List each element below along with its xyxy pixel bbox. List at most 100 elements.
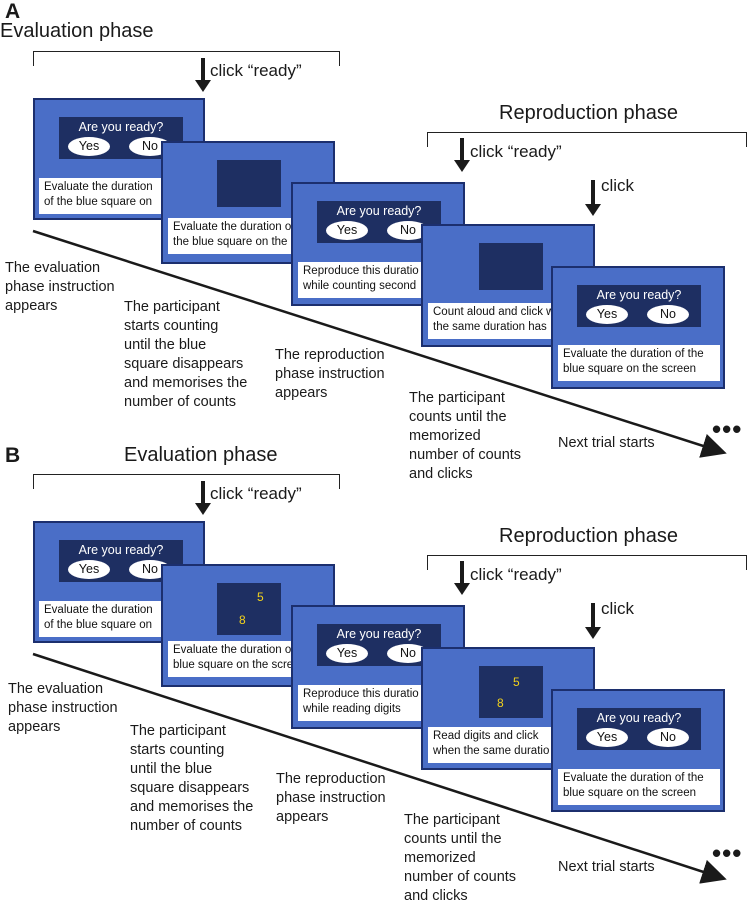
desc-line: number of counts xyxy=(404,869,517,885)
yes-button[interactable]: Yes xyxy=(326,221,368,240)
desc-line: memorized xyxy=(409,428,481,444)
instruction-caption: Evaluate the duration of the blue square… xyxy=(558,345,720,381)
no-button[interactable]: No xyxy=(387,644,429,663)
click-ready-label: click “ready” xyxy=(470,142,562,161)
caption-line: the same duration has xyxy=(433,321,547,333)
screen-blue-square: Count aloud and click w the same duratio… xyxy=(421,224,595,347)
step-description: The evaluation phase instruction appears xyxy=(8,680,118,737)
desc-line: and memorises the xyxy=(124,375,248,391)
desc-line: appears xyxy=(275,385,328,401)
desc-line: number of counts xyxy=(409,447,522,463)
desc-line: counts until the xyxy=(409,409,507,425)
click-ready-label: click “ready” xyxy=(210,484,302,503)
blue-square: 5 8 xyxy=(217,583,281,635)
desc-line: phase instruction xyxy=(276,790,386,806)
blue-square xyxy=(217,160,281,207)
reproduction-phase-title: Reproduction phase xyxy=(499,102,679,124)
ellipsis-icon: ••• xyxy=(712,838,743,868)
desc-line: The participant xyxy=(130,723,226,739)
instruction-caption: Reproduce this duratio while reading dig… xyxy=(298,685,438,721)
no-button[interactable]: No xyxy=(129,137,171,156)
caption-line: while reading digits xyxy=(303,703,401,715)
timeline-b xyxy=(32,652,727,884)
no-button[interactable]: No xyxy=(647,305,689,324)
caption-line: Reproduce this duratio xyxy=(303,265,419,277)
step-description: The participant counts until the memoriz… xyxy=(409,389,521,484)
yes-button[interactable]: Yes xyxy=(68,137,110,156)
blue-square xyxy=(479,243,543,290)
desc-line: The evaluation xyxy=(8,681,104,697)
desc-line: The participant xyxy=(409,390,505,406)
ready-dialog: Are you ready? Yes No xyxy=(317,624,441,666)
digit: 8 xyxy=(239,613,246,627)
click-ready-label: click “ready” xyxy=(470,565,562,584)
step-description: The reproduction phase instruction appea… xyxy=(276,770,386,827)
instruction-caption: Evaluate the duration o blue square on t… xyxy=(168,641,308,677)
evaluation-phase-title: Evaluation phase xyxy=(124,444,278,466)
desc-line: starts counting xyxy=(124,318,219,334)
caption-line: blue square on the screen xyxy=(563,363,696,375)
evaluation-phase-title: Evaluation phase xyxy=(0,20,154,42)
yes-button[interactable]: Yes xyxy=(326,644,368,663)
instruction-caption: Count aloud and click w the same duratio… xyxy=(428,303,568,339)
no-button[interactable]: No xyxy=(647,728,689,747)
step-description: The participant starts counting until th… xyxy=(130,722,253,836)
desc-line: until the blue xyxy=(130,761,213,777)
caption-line: Read digits and click xyxy=(433,730,539,742)
step-description: The reproduction phase instruction appea… xyxy=(275,346,385,403)
ready-question: Are you ready? xyxy=(78,120,164,134)
caption-line: Evaluate the duration of the xyxy=(563,348,704,360)
yes-button[interactable]: Yes xyxy=(586,728,628,747)
next-trial-label: Next trial starts xyxy=(558,435,655,451)
desc-line: counts until the xyxy=(404,831,502,847)
caption-line: the blue square on the xyxy=(173,236,288,248)
instruction-caption: Evaluate the duration of the blue square… xyxy=(558,769,720,805)
step-description: The participant starts counting until th… xyxy=(124,298,247,412)
caption-line: Evaluate the duration xyxy=(44,604,153,616)
yes-button[interactable]: Yes xyxy=(68,560,110,579)
panel-b-label: B xyxy=(5,444,21,467)
digit: 8 xyxy=(497,696,504,710)
desc-line: number of counts xyxy=(130,818,243,834)
desc-line: The participant xyxy=(124,299,220,315)
panel-a-label: A xyxy=(5,0,21,23)
ready-question: Are you ready? xyxy=(78,543,164,557)
desc-line: starts counting xyxy=(130,742,225,758)
caption-line: blue square on the screen xyxy=(563,787,696,799)
no-button[interactable]: No xyxy=(129,560,171,579)
step-description: The participant counts until the memoriz… xyxy=(404,811,516,906)
ready-dialog: Are you ready? Yes No xyxy=(59,540,183,582)
caption-line: Count aloud and click w xyxy=(433,306,555,318)
yes-button[interactable]: Yes xyxy=(586,305,628,324)
desc-line: square disappears xyxy=(124,356,244,372)
ready-dialog: Are you ready? Yes No xyxy=(317,201,441,243)
ready-question: Are you ready? xyxy=(596,711,682,725)
instruction-caption: Evaluate the duration o the blue square … xyxy=(168,218,308,254)
ready-question: Are you ready? xyxy=(596,288,682,302)
desc-line: The reproduction xyxy=(276,771,386,787)
caption-line: Evaluate the duration o xyxy=(173,644,292,656)
ready-dialog: Are you ready? Yes No xyxy=(577,708,701,750)
timeline-a xyxy=(32,229,727,458)
click-label: click xyxy=(601,599,635,618)
instruction-caption: Read digits and click when the same dura… xyxy=(428,727,568,763)
caption-line: blue square on the scre xyxy=(173,659,294,671)
instruction-caption: Reproduce this duratio while counting se… xyxy=(298,262,438,298)
no-button[interactable]: No xyxy=(387,221,429,240)
ready-question: Are you ready? xyxy=(336,627,422,641)
click-label: click xyxy=(601,176,635,195)
blue-square: 5 8 xyxy=(479,666,543,718)
desc-line: phase instruction xyxy=(8,700,118,716)
caption-line: Reproduce this duratio xyxy=(303,688,419,700)
reproduction-phase-title: Reproduction phase xyxy=(499,525,679,547)
desc-line: phase instruction xyxy=(275,366,385,382)
desc-line: The participant xyxy=(404,812,500,828)
desc-line: square disappears xyxy=(130,780,250,796)
ready-question: Are you ready? xyxy=(336,204,422,218)
evaluation-phase-bracket xyxy=(33,51,340,66)
desc-line: and clicks xyxy=(404,888,468,904)
screen-ready-next-trial: Are you ready? Yes No Evaluate the durat… xyxy=(551,266,725,389)
digit: 5 xyxy=(513,675,520,689)
desc-line: appears xyxy=(5,298,58,314)
